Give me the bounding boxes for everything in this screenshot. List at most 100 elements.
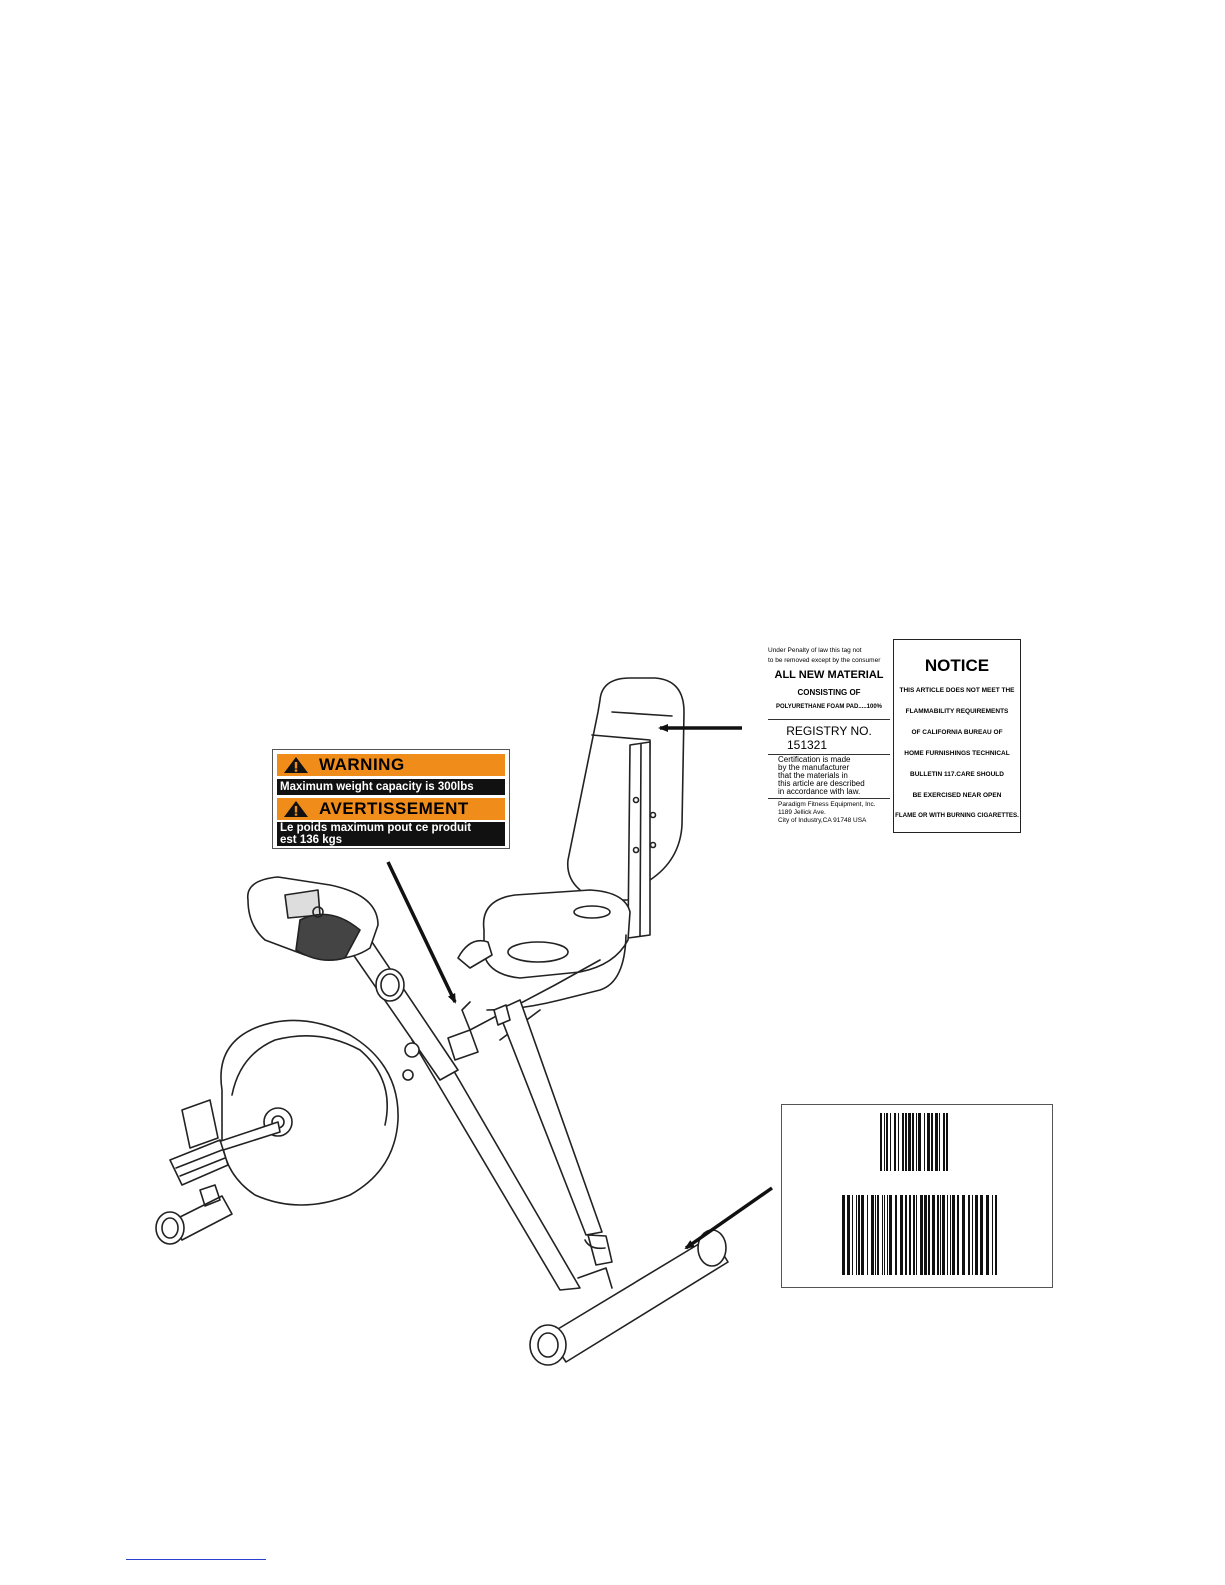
barcode-bar	[887, 1195, 888, 1275]
avertissement-band: AVERTISSEMENT	[277, 798, 505, 820]
notice-line6: BE EXERCISED NEAR OPEN	[912, 792, 1002, 799]
barcode-bar	[861, 1195, 864, 1275]
barcode-bar	[847, 1195, 850, 1275]
barcode-bar	[920, 1195, 923, 1275]
notice-line3: OF CALIFORNIA BUREAU OF	[911, 729, 1003, 736]
barcode-bar	[952, 1195, 955, 1275]
arrow-icon	[684, 1186, 774, 1250]
registry-label: REGISTRY NO.	[786, 724, 872, 738]
barcode-bar	[931, 1113, 933, 1171]
notice-line2: FLAMMABILITY REQUIREMENTS	[905, 708, 1009, 715]
barcode-bar	[895, 1195, 897, 1275]
tag-law-line1: Under Penalty of law this tag not	[768, 647, 862, 654]
warning-text-fr: Le poids maximum pout ce produit est 136…	[277, 822, 505, 846]
barcode-bar	[856, 1195, 857, 1275]
barcode-bar	[992, 1195, 993, 1275]
barcode-bar	[900, 1195, 903, 1275]
barcode-bar	[924, 1195, 927, 1275]
material-tag: Under Penalty of law this tag not to be …	[768, 638, 890, 824]
avertissement-heading: AVERTISSEMENT	[319, 799, 469, 818]
cert-line3: that the materials in	[778, 771, 848, 780]
footer-link-underline[interactable]	[126, 1559, 266, 1560]
barcode-bar	[880, 1113, 882, 1171]
tag-divider	[768, 719, 890, 720]
barcode-bar	[852, 1195, 853, 1275]
barcode-bar	[972, 1195, 973, 1275]
notice-title: NOTICE	[924, 656, 990, 675]
barcode-bar	[962, 1195, 965, 1275]
warning-text-fr-line1: Le poids maximum pout ce produit	[280, 822, 472, 834]
barcode-bar	[905, 1113, 907, 1171]
warning-label: WARNING Maximum weight capacity is 300lb…	[272, 749, 510, 849]
notice-line4: HOME FURNISHINGS TECHNICAL	[904, 750, 1010, 757]
barcode-bar	[975, 1195, 978, 1275]
barcode-bar	[858, 1195, 860, 1275]
barcode-bar	[943, 1113, 945, 1171]
barcode-bar	[940, 1195, 941, 1275]
tag-divider	[768, 798, 890, 799]
tag-divider	[768, 754, 890, 755]
company-name: Paradigm Fitness Equipment, Inc.	[778, 801, 876, 808]
warning-triangle-icon	[284, 801, 308, 817]
barcode-icon	[842, 1113, 997, 1275]
barcode-bar	[905, 1195, 907, 1275]
barcode-bar	[884, 1195, 885, 1275]
barcode-bar	[877, 1195, 879, 1275]
barcode-bar	[927, 1113, 930, 1171]
barcode-bar	[890, 1113, 891, 1171]
barcode-bar	[947, 1195, 948, 1275]
barcode-bar	[937, 1195, 939, 1275]
notice-tag: NOTICE THIS ARTICLE DOES NOT MEET THE FL…	[893, 639, 1021, 833]
barcode-bar	[918, 1113, 921, 1171]
tag-consisting: CONSISTING OF	[797, 688, 861, 697]
barcode-bar	[886, 1113, 888, 1171]
barcode-bar	[889, 1195, 892, 1275]
cert-line5: in accordance with law.	[778, 787, 861, 796]
registry-number: 151321	[786, 738, 828, 752]
barcode-bar	[912, 1113, 914, 1171]
barcode-bar	[942, 1195, 945, 1275]
barcode-bar	[986, 1195, 989, 1275]
barcode-bar	[916, 1113, 917, 1171]
warning-heading: WARNING	[319, 755, 405, 774]
barcode-bar	[867, 1195, 868, 1275]
warning-text-fr-line2: est 136 kgs	[280, 834, 343, 846]
barcode-bar	[902, 1113, 904, 1171]
barcode-bar	[946, 1113, 948, 1171]
barcode-bar	[995, 1195, 997, 1275]
tag-material: POLYURETHANE FOAM PAD.....100%	[775, 704, 883, 710]
barcode-bar	[913, 1195, 915, 1275]
barcode-bar	[924, 1113, 925, 1171]
barcode-bar	[935, 1113, 938, 1171]
tag-headline: ALL NEW MATERIAL	[774, 669, 884, 681]
barcode-bar	[842, 1195, 845, 1275]
arrow-icon	[386, 861, 457, 1004]
cert-line4: this article are described	[778, 779, 865, 788]
warning-triangle-icon	[284, 757, 308, 773]
barcode-bar	[916, 1195, 917, 1275]
barcode-bar	[957, 1195, 959, 1275]
warning-text-en: Maximum weight capacity is 300lbs	[277, 779, 505, 795]
notice-line7: FLAME OR WITH BURNING CIGARETTES.	[895, 812, 1019, 819]
cert-line1: Certification is made	[778, 755, 851, 764]
barcode-bar	[980, 1195, 983, 1275]
barcode-bar	[928, 1195, 930, 1275]
notice-line5: BULLETIN 117.CARE SHOULD	[910, 771, 1004, 778]
barcode-bar	[875, 1195, 876, 1275]
barcode-bar	[894, 1113, 896, 1171]
barcode-bar	[882, 1195, 883, 1275]
company-street: 1189 Jellick Ave.	[778, 809, 826, 816]
barcode-bar	[932, 1195, 935, 1275]
company-city: City of Industry,CA 91748 USA	[778, 817, 867, 824]
barcode-bar	[871, 1195, 874, 1275]
barcode-bar	[939, 1113, 940, 1171]
barcode-bar	[909, 1195, 911, 1275]
cert-line2: by the manufacturer	[778, 763, 850, 772]
notice-line1: THIS ARTICLE DOES NOT MEET THE	[899, 687, 1015, 694]
barcode-bar	[968, 1195, 970, 1275]
barcode-bar	[950, 1195, 951, 1275]
warning-band: WARNING	[277, 754, 505, 776]
barcode-bar	[908, 1113, 911, 1171]
barcode-bar	[898, 1113, 899, 1171]
